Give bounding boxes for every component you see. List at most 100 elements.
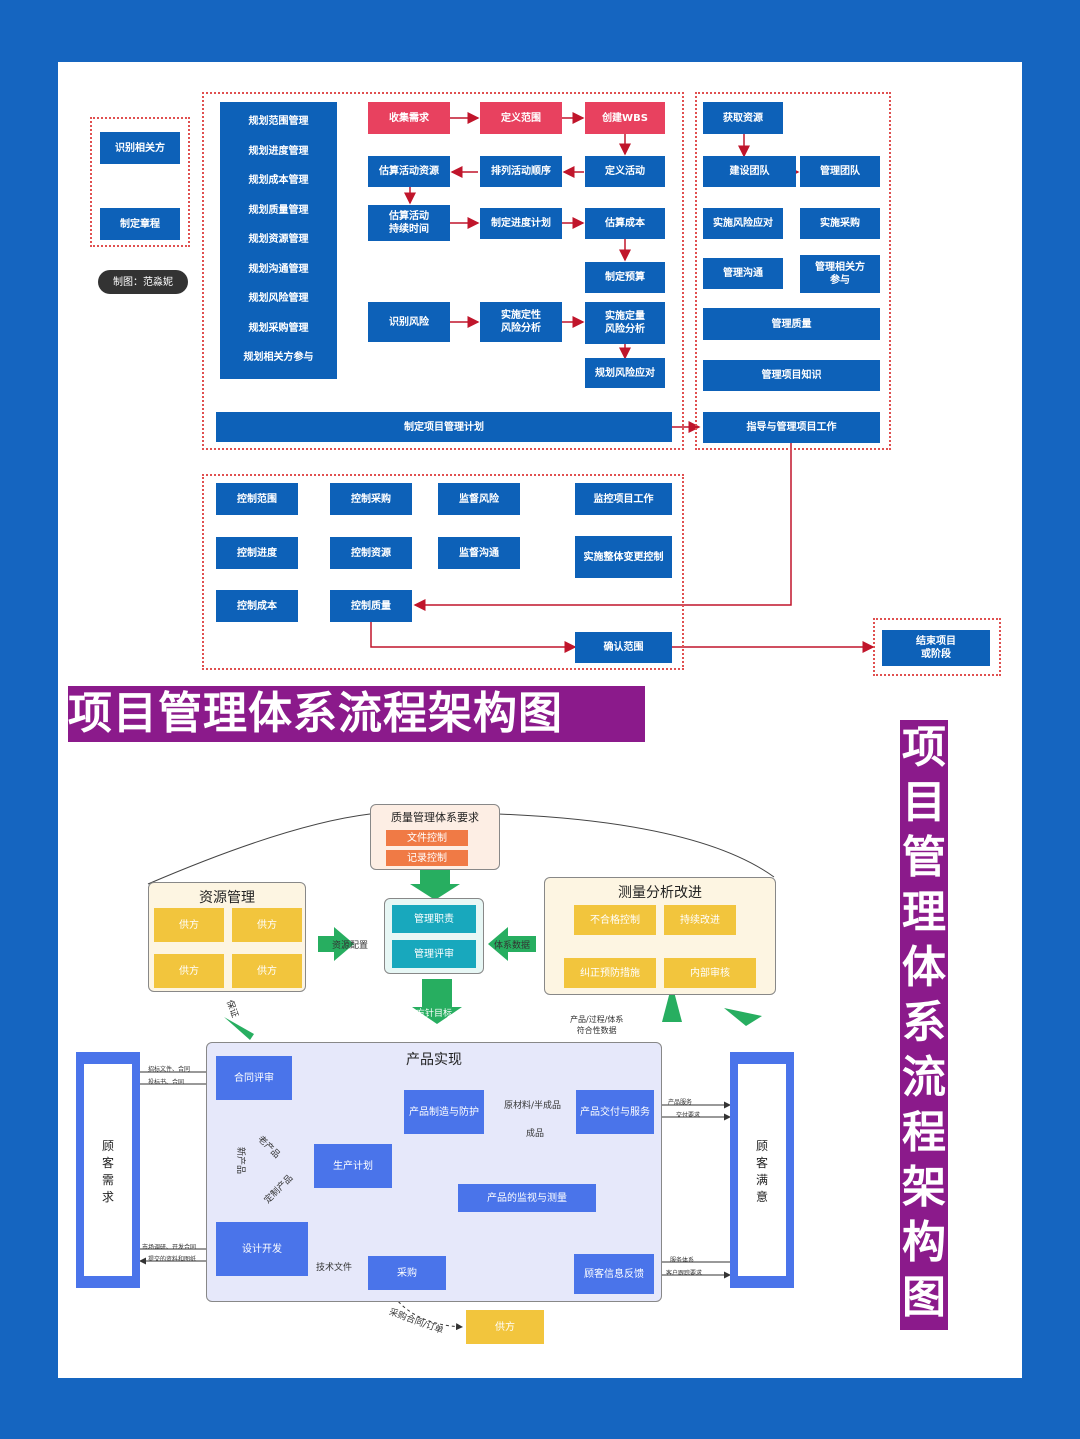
quantitative-risk: 实施定量 风险分析 [585,302,665,344]
delivery-service: 产品交付与服务 [576,1090,654,1134]
flow-label: 投标书、合同 [148,1079,185,1086]
close-project: 结束项目 或阶段 [882,630,990,666]
flow-label: 招标文件、合同 [148,1066,191,1073]
develop-charter: 制定章程 [100,208,180,240]
system-data-label: 体系数据 [494,941,531,951]
supplier-cell: 供方 [232,954,302,988]
monitor-communications: 监督沟通 [438,537,520,569]
manage-communications: 管理沟通 [703,258,783,289]
manage-team: 管理团队 [800,156,880,187]
plan-item: 规划相关方参与 [243,352,314,363]
customer-satisfaction-label: 顾客满意 [755,1139,768,1204]
validate-scope: 确认范围 [575,632,672,663]
control-schedule: 控制进度 [216,537,298,569]
identify-stakeholders: 识别相关方 [100,132,180,164]
create-wbs: 创建WBS [585,102,665,134]
control-scope: 控制范围 [216,483,298,515]
manufacture-protection: 产品制造与防护 [404,1090,484,1134]
plan-item: 规划采购管理 [248,322,309,334]
monitor-control-work: 监控项目工作 [575,483,672,515]
title-banner: 项目管理体系流程架构图 [68,686,645,742]
customer-feedback: 顾客信息反馈 [574,1254,654,1294]
supplier-box: 供方 [466,1310,544,1344]
acquire-resources: 获取资源 [703,102,783,134]
conduct-procurements: 实施采购 [800,208,880,239]
author-badge: 制图：范淼妮 [98,270,188,294]
purchasing: 采购 [368,1256,446,1290]
flow-label: 产品服务 [668,1099,693,1106]
customer-needs-frame [76,1052,140,1288]
policy-label: 方针目标 [416,1009,453,1019]
contract-review: 合同评审 [216,1056,292,1100]
control-procurements: 控制采购 [330,483,412,515]
plan-item: 规划质量管理 [248,204,309,216]
monitoring-measurement: 产品的监视与测量 [458,1184,596,1212]
plan-risk-responses: 规划风险应对 [585,358,665,388]
flow-label: 客户跟踪要求 [666,1270,703,1277]
manage-stakeholder-engagement: 管理相关方 参与 [800,255,880,293]
initiating-group [90,117,190,247]
resource-management-title: 资源管理 [199,890,255,906]
tech-doc-label: 技术文件 [316,1263,353,1273]
qms-requirements-title: 质量管理体系要求 [391,811,479,824]
production-plan: 生产计划 [314,1144,392,1188]
manage-project-knowledge: 管理项目知识 [703,360,880,391]
manage-quality: 管理质量 [703,308,880,340]
implement-risk-responses: 实施风险应对 [703,208,783,239]
product-realization-title: 产品实现 [406,1052,462,1068]
raw-material-label: 原材料/半成品 [504,1101,562,1111]
monitor-risks: 监督风险 [438,483,520,515]
corrective-action: 纠正预防措施 [564,958,656,988]
closing-group [873,618,1001,676]
finished-label: 成品 [526,1129,545,1139]
plan-item: 规划资源管理 [248,234,309,245]
develop-team: 建设团队 [703,156,796,187]
resource-allocation-label: 资源配置 [332,941,369,951]
new-product-label: 新产品 [235,1146,246,1175]
control-quality: 控制质量 [330,590,412,622]
planning-list: 规划范围管理 规划进度管理 规划成本管理 规划质量管理 规划资源管理 规划沟通管… [220,102,337,379]
direct-manage-work: 指导与管理项目工作 [703,412,880,443]
develop-pm-plan: 制定项目管理计划 [216,412,672,442]
flow-label: 提交的资料和图纸 [148,1256,197,1263]
management-responsibility: 管理职责 [392,905,476,933]
determine-budget: 制定预算 [585,262,665,293]
define-scope: 定义范围 [480,102,562,134]
plan-item: 规划进度管理 [248,145,309,157]
estimate-costs: 估算成本 [585,208,665,239]
sequence-activities: 排列活动顺序 [480,156,562,187]
executing-group [695,92,891,450]
compliance-label: 产品/过程/体系 符合性数据 [570,1015,624,1035]
measurement-title: 测量分析改进 [618,885,702,901]
flow-label: 市场调研、开发合同 [142,1244,197,1251]
control-resources: 控制资源 [330,537,412,569]
record-control: 记录控制 [386,850,468,866]
collect-requirements: 收集需求 [368,102,450,134]
flow-label: 交付要求 [676,1112,701,1119]
vertical-title: 项目管理体系流程架构图 [900,720,948,1330]
develop-schedule: 制定进度计划 [480,208,562,239]
management-review: 管理评审 [392,940,476,968]
control-costs: 控制成本 [216,590,298,622]
internal-audit: 内部审核 [664,958,756,988]
identify-risks: 识别风险 [368,302,450,342]
plan-item: 规划范围管理 [248,116,309,127]
plan-item: 规划风险管理 [248,293,309,304]
planning-group [202,92,684,450]
supplier-cell: 供方 [154,954,224,988]
design-development: 设计开发 [216,1222,308,1276]
diagram-canvas: 识别相关方 制定章程 制图：范淼妮 规划范围管理 规划进度管理 规划成本管理 规… [58,62,1022,1378]
plan-item: 规划沟通管理 [248,263,309,275]
qualitative-risk: 实施定性 风险分析 [480,302,562,342]
estimate-resources: 估算活动资源 [368,156,450,187]
supplier-cell: 供方 [154,908,224,942]
document-control: 文件控制 [386,830,468,846]
define-activities: 定义活动 [585,156,665,187]
supplier-cell: 供方 [232,908,302,942]
estimate-durations: 估算活动 持续时间 [368,205,450,241]
plan-item: 规划成本管理 [248,175,309,186]
flow-label: 服务体系 [670,1257,695,1264]
monitoring-group [202,474,684,670]
customer-satisfaction-frame [730,1052,794,1288]
nonconformity-control: 不合格控制 [574,905,656,935]
